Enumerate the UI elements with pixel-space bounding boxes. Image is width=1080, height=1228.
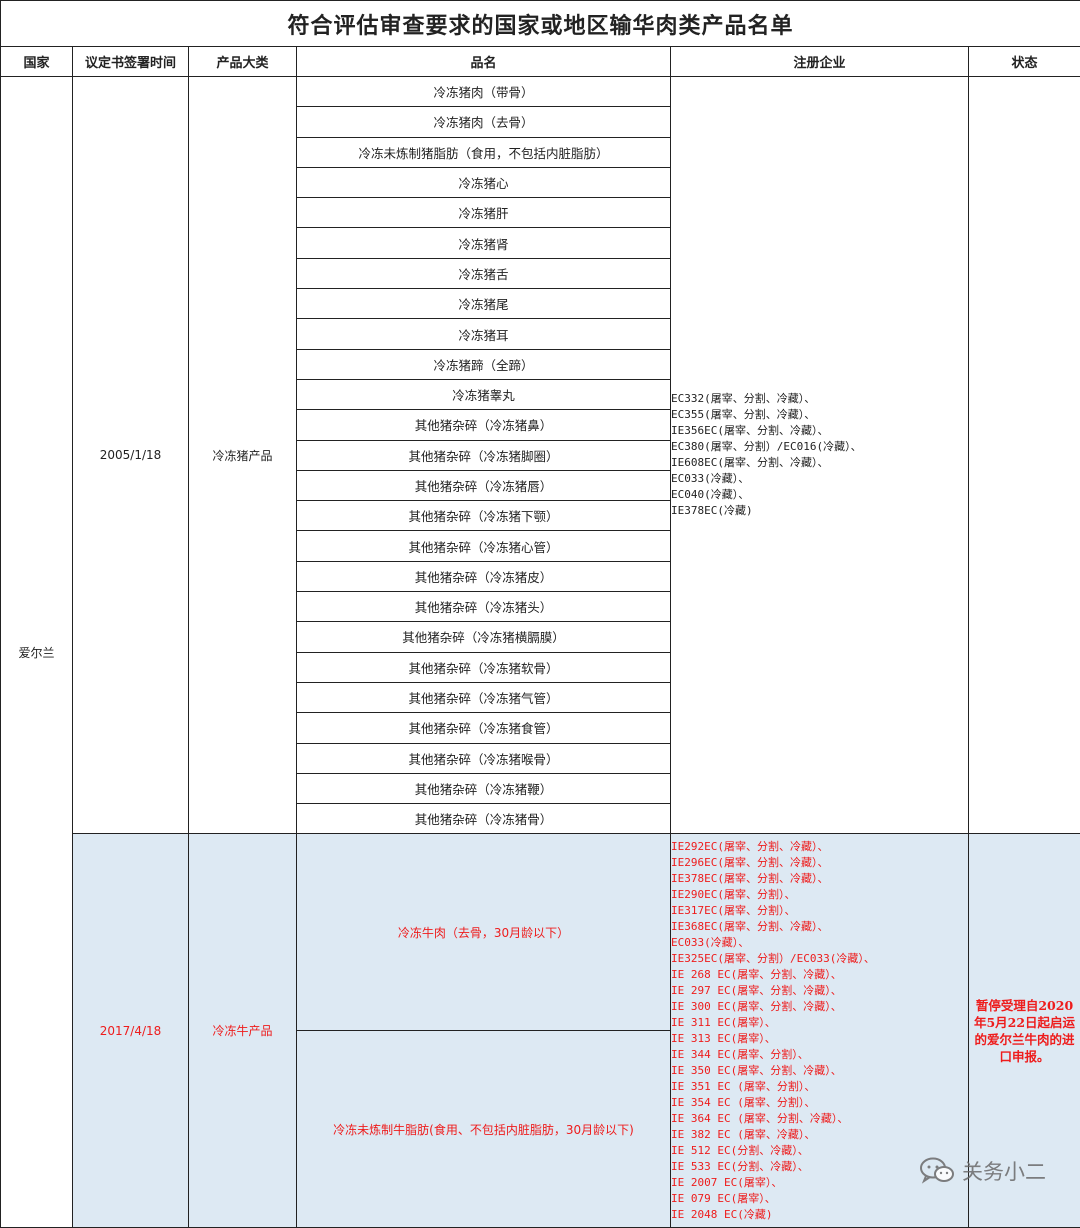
product-cell: 其他猪杂碎（冷冻猪鞭） [297,773,671,803]
product-cell: 冷冻未炼制猪脂肪（食用，不包括内脏脂肪） [297,137,671,167]
product-cell: 其他猪杂碎（冷冻猪脚圈） [297,440,671,470]
product-cell: 其他猪杂碎（冷冻猪喉骨） [297,743,671,773]
product-cell: 冷冻猪肉（去骨） [297,107,671,137]
wechat-watermark: 关务小二 [920,1156,1046,1186]
product-cell: 其他猪杂碎（冷冻猪骨） [297,804,671,834]
pork-status-cell [969,77,1080,834]
product-cell: 其他猪杂碎（冷冻猪食管） [297,713,671,743]
table-title: 符合评估审查要求的国家或地区输华肉类产品名单 [1,1,1080,47]
product-cell: 冷冻猪睾丸 [297,379,671,409]
product-cell: 冷冻猪蹄（全蹄） [297,349,671,379]
product-cell: 其他猪杂碎（冷冻猪横膈膜） [297,622,671,652]
wechat-icon [920,1157,954,1185]
header-status: 状态 [969,47,1080,77]
product-cell: 冷冻猪肾 [297,228,671,258]
beef-date-cell: 2017/4/18 [73,834,189,1228]
product-cell: 其他猪杂碎（冷冻猪唇） [297,470,671,500]
beef-category-cell: 冷冻牛产品 [189,834,297,1228]
product-cell: 其他猪杂碎（冷冻猪软骨） [297,652,671,682]
header-product: 品名 [297,47,671,77]
watermark-text: 关务小二 [962,1156,1046,1186]
product-cell: 冷冻猪心 [297,167,671,197]
country-cell: 爱尔兰 [1,77,73,1228]
product-cell: 冷冻牛肉（去骨，30月龄以下） [297,834,671,1031]
header-enterprise: 注册企业 [671,47,969,77]
header-date: 议定书签署时间 [73,47,189,77]
product-cell: 冷冻猪肝 [297,198,671,228]
product-cell: 其他猪杂碎（冷冻猪下颚） [297,501,671,531]
pork-category-cell: 冷冻猪产品 [189,77,297,834]
product-cell: 冷冻猪尾 [297,289,671,319]
product-cell: 冷冻猪肉（带骨） [297,77,671,107]
product-cell: 其他猪杂碎（冷冻猪心管） [297,531,671,561]
product-cell: 冷冻未炼制牛脂肪(食用、不包括内脏脂肪，30月龄以下) [297,1031,671,1228]
header-category: 产品大类 [189,47,297,77]
pork-date-cell: 2005/1/18 [73,77,189,834]
product-cell: 其他猪杂碎（冷冻猪皮） [297,561,671,591]
product-cell: 冷冻猪舌 [297,258,671,288]
pork-enterprises-cell: EC332(屠宰、分割、冷藏）、 EC355(屠宰、分割、冷藏）、 IE356E… [671,77,969,834]
header-country: 国家 [1,47,73,77]
status-notice: 暂停受理自2020年5月22日起启运的爱尔兰牛肉的进口申报。 [969,997,1080,1065]
product-cell: 其他猪杂碎（冷冻猪头） [297,592,671,622]
product-cell: 其他猪杂碎（冷冻猪气管） [297,682,671,712]
product-cell: 其他猪杂碎（冷冻猪鼻） [297,410,671,440]
product-cell: 冷冻猪耳 [297,319,671,349]
